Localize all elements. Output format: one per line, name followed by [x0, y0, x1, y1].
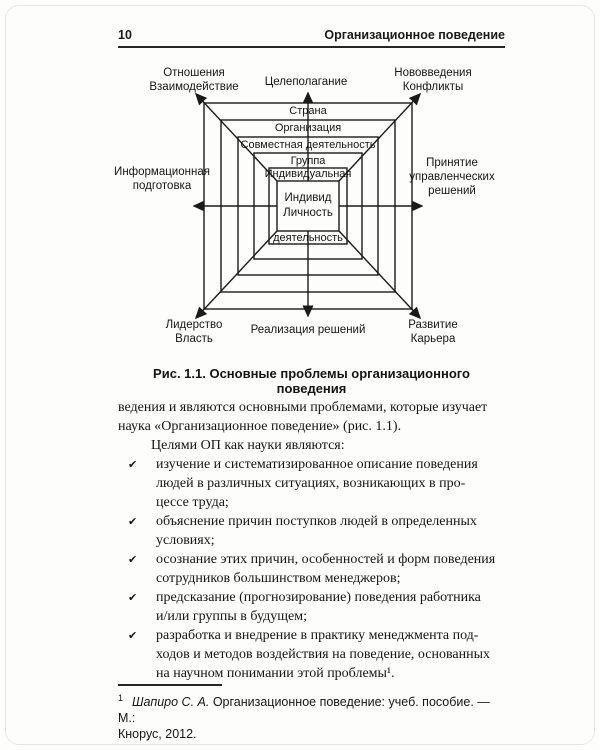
label-innovations-conflicts: Нововведения Конфликты	[394, 67, 472, 93]
check-icon: ✔	[128, 458, 138, 471]
list-item-text: разработка и внедрение в практику менедж…	[156, 628, 490, 681]
page-header: 10 Организационное поведение	[118, 28, 505, 48]
page-number: 10	[118, 28, 132, 42]
list-item-text: осознание этих причин, особенностей и фо…	[156, 552, 496, 586]
figure-diagram: Страна Организация Совместная деятельнос…	[0, 58, 600, 358]
footnote-text: 1 Шапиро С. А. Организационное поведение:…	[118, 690, 510, 742]
diagonal-top-left	[194, 92, 278, 182]
footnote-rule	[118, 684, 222, 686]
diagonal-top-right	[338, 92, 422, 182]
footnote-body: Организационное поведение: учеб. пособие…	[118, 695, 490, 742]
diagonal-bottom-left	[194, 230, 278, 320]
list-item-text: предсказание (прогнозирование) поведения…	[156, 590, 481, 624]
body-text: ведения и являются основными проблемами,…	[118, 398, 548, 683]
check-icon: ✔	[128, 629, 138, 642]
check-icon: ✔	[128, 515, 138, 528]
ring-label-organization: Организация	[274, 122, 342, 134]
diagram-canvas	[192, 91, 424, 320]
label-development-career: Развитие Карьера	[408, 319, 458, 345]
ring-label-joint-activity: Совместная деятельность	[240, 139, 376, 151]
list-item: ✔ предсказание (прогнозирование) поведени…	[118, 588, 548, 626]
list-item-text: объяснение причин поступков людей в опре…	[156, 514, 477, 548]
footnote-marker: 1	[118, 693, 124, 703]
ring-label-individual: Индивидуальная	[264, 168, 352, 180]
list-item: ✔ изучение и систематизированное описание…	[118, 455, 548, 512]
bullet-list: ✔ изучение и систематизированное описание…	[118, 455, 548, 683]
label-individual-personality: Индивид Личность	[283, 192, 333, 219]
label-information-preparation: Информационная подготовка	[114, 166, 210, 192]
ring-label-activity: деятельность	[273, 232, 343, 244]
label-management-decisions: Принятие управленческих решений	[409, 157, 495, 197]
list-item: ✔ осознание этих причин, особенностей и ф…	[118, 550, 548, 588]
figure-caption: Рис. 1.1. Основные проблемы организацион…	[153, 366, 470, 396]
ring-label-group: Группа	[290, 155, 326, 167]
list-item-text: изучение и систематизированное описание …	[156, 457, 478, 510]
label-decision-implementation: Реализация решений	[250, 324, 366, 336]
label-goal-setting: Целеполагание	[264, 76, 348, 88]
diagonal-bottom-right	[338, 230, 422, 320]
check-icon: ✔	[128, 553, 138, 566]
label-leadership-power: Лидерство Власть	[165, 319, 223, 345]
label-relations-interaction: Отношения Взаимодействие	[149, 67, 239, 93]
running-title: Организационное поведение	[324, 28, 505, 42]
footnote-author: Шапиро С. А.	[132, 695, 210, 710]
footnote: 1 Шапиро С. А. Организационное поведение:…	[118, 684, 510, 742]
ring-label-country: Страна	[289, 105, 327, 117]
list-item: ✔ разработка и внедрение в практику менед…	[118, 626, 548, 683]
paragraph-intro: ведения и являются основными проблемами,…	[118, 400, 488, 434]
list-item: ✔ объяснение причин поступков людей в опр…	[118, 512, 548, 550]
paragraph-goals: Целями ОП как науки являются:	[151, 438, 345, 453]
check-icon: ✔	[128, 591, 138, 604]
